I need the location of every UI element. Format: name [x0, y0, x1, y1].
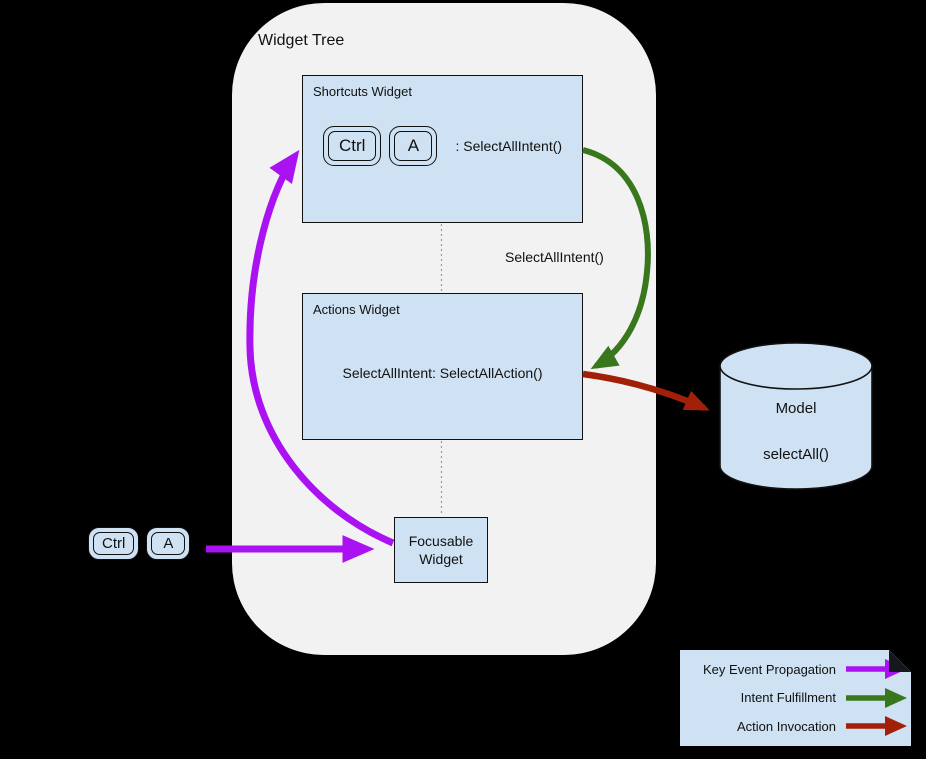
- input-keycap-ctrl-label: Ctrl: [93, 532, 135, 555]
- intent-arrow-label: SelectAllIntent(): [505, 249, 604, 265]
- model-cylinder: Model selectAll(): [719, 342, 873, 490]
- action-mapping-label: SelectAllIntent: SelectAllAction(): [342, 365, 543, 381]
- keycap-ctrl-label: Ctrl: [328, 131, 377, 161]
- cylinder-shape-icon: [719, 342, 873, 490]
- focusable-widget-label-line2: Widget: [419, 551, 463, 567]
- shortcuts-widget-box: Shortcuts Widget Ctrl A : SelectAllInten…: [302, 75, 583, 223]
- shortcuts-widget-label: Shortcuts Widget: [313, 84, 412, 99]
- legend-row-intent: Intent Fulfillment: [680, 685, 911, 711]
- action-arrow-icon: [845, 715, 907, 737]
- input-keycap-a: A: [146, 527, 191, 560]
- intent-arrow-icon: [845, 687, 907, 709]
- legend-row-action: Action Invocation: [680, 713, 911, 739]
- focusable-widget-label: Focusable Widget: [409, 532, 474, 568]
- model-method: selectAll(): [763, 446, 829, 463]
- keycap-a-label: A: [394, 131, 433, 161]
- widget-tree-title: Widget Tree: [258, 32, 345, 49]
- focusable-widget-box: Focusable Widget: [394, 517, 488, 583]
- legend-row-key-event: Key Event Propagation: [680, 656, 911, 682]
- legend-note: Key Event Propagation Intent Fulfillment…: [680, 650, 911, 746]
- input-keycap-a-label: A: [151, 532, 186, 555]
- legend-label-intent: Intent Fulfillment: [740, 690, 836, 705]
- keycap-ctrl: Ctrl: [323, 126, 382, 166]
- shortcut-mapping-label: : SelectAllIntent(): [455, 138, 563, 154]
- legend-label-action: Action Invocation: [736, 718, 836, 734]
- legend-label-key-event: Key Event Propagation: [703, 661, 836, 677]
- actions-widget-label: Actions Widget: [313, 302, 400, 317]
- model-title: Model: [775, 400, 817, 417]
- actions-widget-box: Actions Widget SelectAllIntent: SelectAl…: [302, 293, 583, 440]
- folded-corner-icon: [889, 650, 911, 672]
- focusable-widget-label-line1: Focusable: [408, 533, 474, 549]
- input-keys-group: Ctrl A: [88, 527, 191, 560]
- keycap-a: A: [389, 126, 438, 166]
- shortcut-keys-row: Ctrl A : SelectAllIntent(): [323, 126, 562, 166]
- input-keycap-ctrl: Ctrl: [88, 527, 140, 560]
